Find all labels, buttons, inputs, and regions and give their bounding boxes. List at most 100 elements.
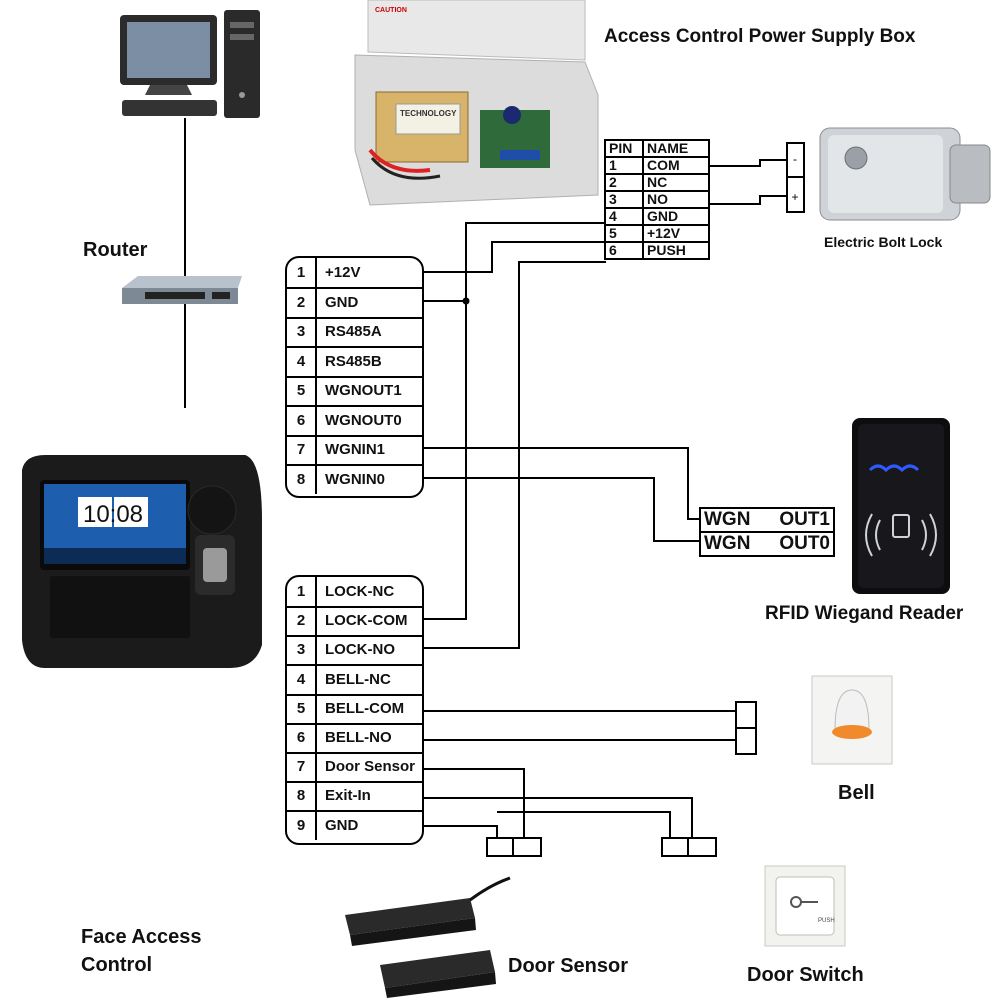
pin-number: 1 <box>604 156 644 175</box>
terminal-number: 7 <box>287 752 317 782</box>
power-supply-title: Access Control Power Supply Box <box>604 26 916 47</box>
terminal-name: LOCK-NC <box>325 583 395 600</box>
terminal-name: BELL-COM <box>325 699 405 717</box>
terminal-name: BELL-NO <box>325 729 392 746</box>
terminal-row: 3 RS485A <box>287 317 422 348</box>
terminal-name: LOCK-NO <box>325 641 395 659</box>
terminal-name: GND <box>325 293 359 311</box>
door-switch-push-text: PUSH <box>818 918 835 924</box>
bolt-lock-label: Electric Bolt Lock <box>824 234 943 250</box>
terminal-name: LOCK-COM <box>325 612 408 630</box>
face-access-label-line1: Face Access <box>81 926 202 948</box>
pin-name: GND <box>642 207 710 226</box>
terminal-number: 1 <box>287 258 317 287</box>
lock-plus-terminal: + <box>791 190 798 204</box>
terminal-row: 1 +12V <box>287 258 422 289</box>
transformer-label-text: TECHNOLOGY <box>400 109 457 118</box>
wiegand-prefix: WGN <box>704 509 751 530</box>
pin-number: 3 <box>604 190 644 209</box>
terminal-number: 5 <box>287 693 317 723</box>
power-supply-box-image <box>354 0 599 206</box>
pin-name: NC <box>642 173 710 192</box>
terminal-number: 6 <box>287 405 317 435</box>
pin-number: 5 <box>604 224 644 243</box>
terminal-number: 8 <box>287 781 317 811</box>
door-switch-label: Door Switch <box>747 964 864 986</box>
terminal-row: 4 BELL-NC <box>287 664 422 696</box>
lock-minus-terminal: - <box>793 152 797 166</box>
router-label: Router <box>83 239 148 261</box>
terminal-number: 9 <box>287 810 317 840</box>
wiegand-signal: OUT0 <box>779 533 830 554</box>
terminal-number: 3 <box>287 635 317 665</box>
exit-connector-right <box>687 837 717 857</box>
terminal-number: 3 <box>287 317 317 346</box>
terminal-row: 6 BELL-NO <box>287 723 422 754</box>
terminal-name: RS485A <box>325 323 382 340</box>
wiegand-signal: OUT1 <box>779 509 830 530</box>
terminal-row: 1 LOCK-NC <box>287 577 422 608</box>
terminal-name: WGNOUT0 <box>325 411 402 429</box>
terminal-name: RS485B <box>325 352 382 370</box>
terminal-number: 5 <box>287 376 317 405</box>
terminal-name: Door Sensor <box>325 758 416 776</box>
pin-header-cell: PIN <box>604 139 644 158</box>
terminal-name: WGNIN1 <box>325 441 385 458</box>
terminal-number: 2 <box>287 287 317 317</box>
clock-tile-hours <box>78 497 112 527</box>
bell-label: Bell <box>838 782 875 804</box>
terminal-row: 5 WGNOUT1 <box>287 376 422 407</box>
exit-connector-left <box>661 837 689 857</box>
face-access-device-image <box>22 455 262 668</box>
terminal-number: 8 <box>287 464 317 494</box>
terminal-name: BELL-NC <box>325 670 391 688</box>
bell-connector-upper <box>735 701 757 729</box>
terminal-number: 4 <box>287 664 317 694</box>
pin-table-header: PIN NAME <box>604 139 710 158</box>
electric-bolt-lock-image <box>819 127 991 221</box>
door-switch-image <box>764 865 846 947</box>
terminal-name: Exit-In <box>325 787 371 805</box>
pin-table-row: 5+12V <box>604 224 710 243</box>
terminal-row: 2 GND <box>287 287 422 319</box>
door-sensor-image <box>345 876 511 998</box>
bell-image <box>811 675 893 765</box>
terminal-row: 7 WGNIN1 <box>287 435 422 466</box>
terminal-name: WGNIN0 <box>325 470 385 488</box>
clock-tile-minutes <box>114 497 148 527</box>
terminal-number: 6 <box>287 723 317 752</box>
router-icon <box>122 276 242 304</box>
pin-name: PUSH <box>642 241 710 260</box>
terminal-number: 7 <box>287 435 317 464</box>
terminal-row: 3 LOCK-NO <box>287 635 422 667</box>
rfid-reader-label: RFID Wiegand Reader <box>765 603 964 624</box>
computer-icon <box>120 10 260 118</box>
wiegand-out0-terminal: WGN OUT0 <box>699 531 835 557</box>
terminal-row: 8 WGNIN0 <box>287 464 422 494</box>
pin-name: NO <box>642 190 710 209</box>
terminal-name: +12V <box>325 264 361 281</box>
name-header-cell: NAME <box>642 139 710 158</box>
terminal-number: 1 <box>287 577 317 606</box>
pin-number: 6 <box>604 241 644 260</box>
door-sensor-label: Door Sensor <box>508 955 629 977</box>
pin-name: +12V <box>642 224 710 243</box>
door-sensor-connector-left <box>486 837 514 857</box>
wiegand-out1-terminal: WGN OUT1 <box>699 507 835 533</box>
pin-number: 2 <box>604 173 644 192</box>
terminal-row: 5 BELL-COM <box>287 693 422 725</box>
pin-number: 4 <box>604 207 644 226</box>
door-sensor-connector-right <box>512 837 542 857</box>
terminal-name: WGNOUT1 <box>325 382 402 399</box>
